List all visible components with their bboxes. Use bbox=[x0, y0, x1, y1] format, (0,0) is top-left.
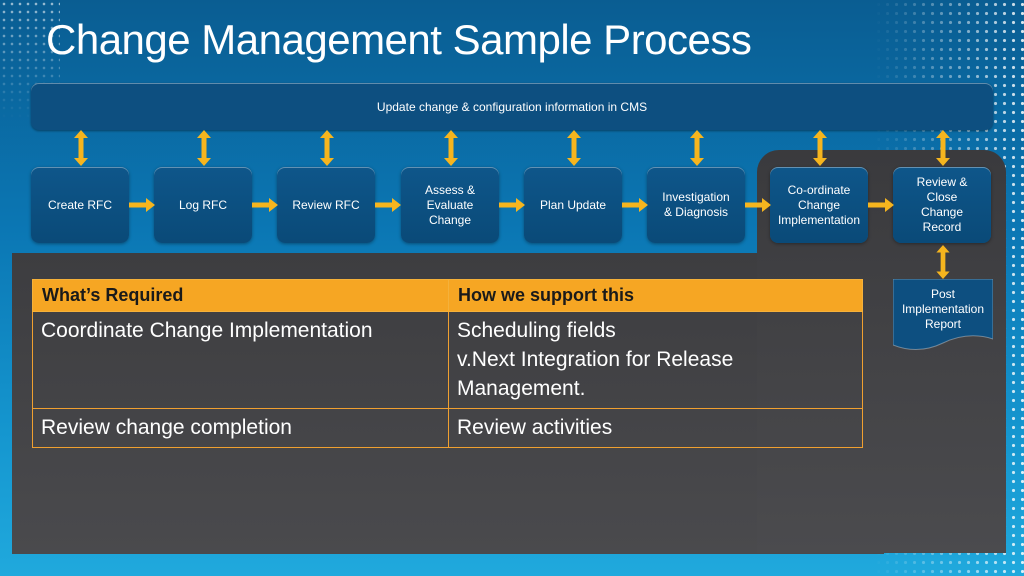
table-cell: Review change completion bbox=[32, 408, 449, 448]
double-arrow-icon bbox=[320, 130, 334, 166]
requirements-table: What’s Required How we support this Coor… bbox=[32, 279, 863, 448]
arrow-right-icon bbox=[252, 198, 278, 212]
double-arrow-icon bbox=[690, 130, 704, 166]
step-create-rfc: Create RFC bbox=[31, 167, 129, 243]
table-row: Coordinate Change Implementation Schedul… bbox=[32, 311, 863, 409]
double-arrow-icon bbox=[813, 130, 827, 166]
column-header: What’s Required bbox=[32, 279, 449, 312]
double-arrow-icon bbox=[444, 130, 458, 166]
step-label: Investigation & Diagnosis bbox=[662, 190, 730, 219]
column-header: How we support this bbox=[448, 279, 863, 312]
step-plan-update: Plan Update bbox=[524, 167, 622, 243]
support-line: Scheduling fields bbox=[457, 319, 616, 342]
step-label: Create RFC bbox=[47, 197, 112, 212]
table-header-row: What’s Required How we support this bbox=[32, 279, 863, 312]
double-arrow-icon bbox=[567, 130, 581, 166]
table-row: Review change completion Review activiti… bbox=[32, 408, 863, 448]
double-arrow-icon bbox=[197, 130, 211, 166]
step-label: Assess & Evaluate Change bbox=[424, 182, 475, 227]
step-review-close: Review & Close Change Record bbox=[893, 167, 991, 243]
table-cell: Coordinate Change Implementation bbox=[32, 311, 449, 409]
step-log-rfc: Log RFC bbox=[154, 167, 252, 243]
step-label: Log RFC bbox=[178, 197, 228, 212]
arrow-right-icon bbox=[499, 198, 525, 212]
arrow-right-icon bbox=[745, 198, 771, 212]
arrow-right-icon bbox=[622, 198, 648, 212]
cms-banner-label: Update change & configuration informatio… bbox=[376, 100, 648, 114]
slide-title: Change Management Sample Process bbox=[46, 16, 752, 63]
cms-banner: Update change & configuration informatio… bbox=[31, 83, 993, 130]
arrow-right-icon bbox=[375, 198, 401, 212]
arrow-right-icon bbox=[129, 198, 155, 212]
step-label: Plan Update bbox=[539, 197, 607, 212]
support-line: Review activities bbox=[457, 416, 613, 439]
arrow-right-icon bbox=[868, 198, 894, 212]
table-cell: Scheduling fields v.Next Integration for… bbox=[448, 311, 863, 409]
step-label: Review RFC bbox=[292, 197, 360, 212]
step-investigation: Investigation & Diagnosis bbox=[647, 167, 745, 243]
double-arrow-icon bbox=[936, 245, 950, 279]
step-coordinate-change: Co-ordinate Change Implementation bbox=[770, 167, 868, 243]
report-document-shape bbox=[893, 279, 993, 350]
step-review-rfc: Review RFC bbox=[277, 167, 375, 243]
support-line: v.Next Integration for Release Managemen… bbox=[457, 348, 734, 400]
double-arrow-icon bbox=[74, 130, 88, 166]
step-label: Co-ordinate Change Implementation bbox=[777, 182, 861, 227]
report-label: Post Implementation Report bbox=[901, 287, 985, 331]
table-cell: Review activities bbox=[448, 408, 863, 448]
double-arrow-icon bbox=[936, 130, 950, 166]
step-assess-evaluate: Assess & Evaluate Change bbox=[401, 167, 499, 243]
step-label: Review & Close Change Record bbox=[916, 175, 968, 234]
